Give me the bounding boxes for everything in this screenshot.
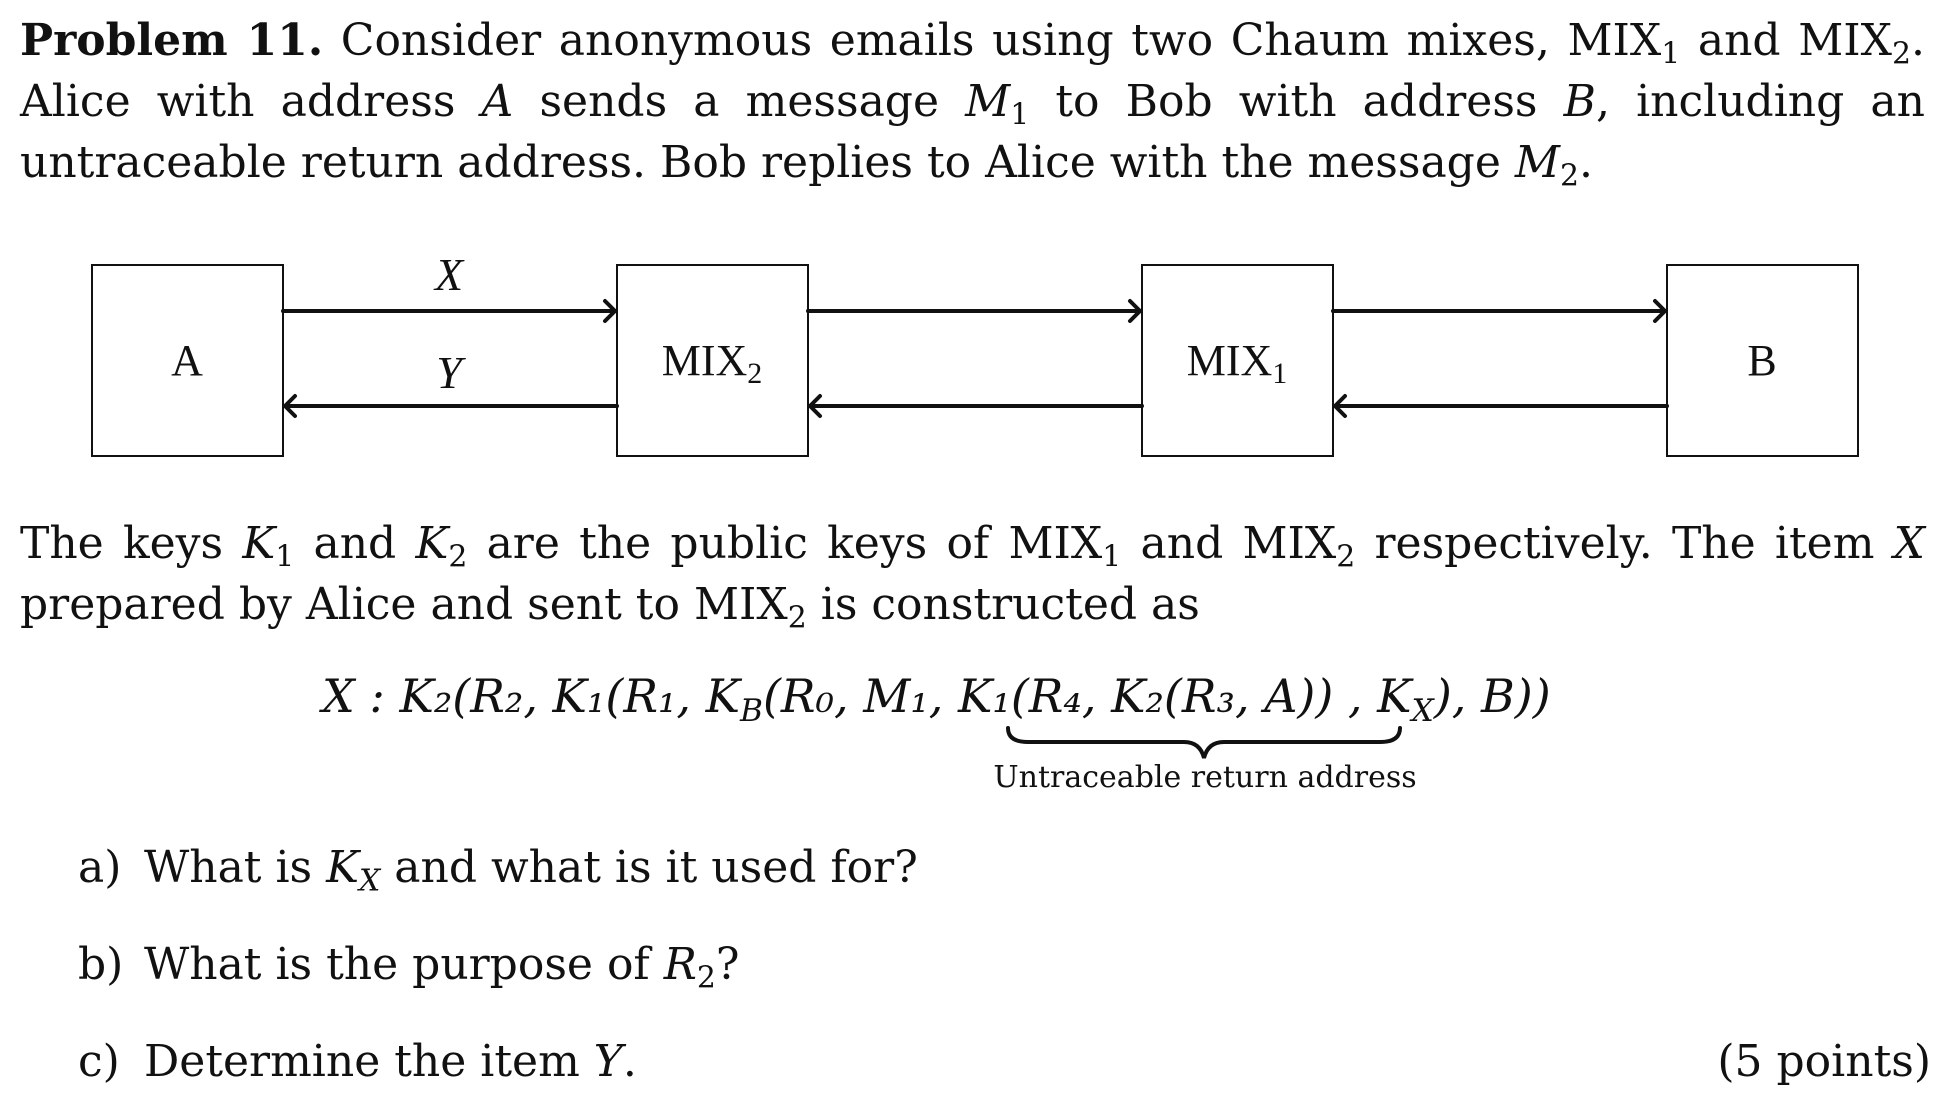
keys-text: and <box>294 518 416 569</box>
subscript: 1 <box>1661 36 1681 72</box>
subscript: 2 <box>1336 539 1356 575</box>
formula-part: X : K₂(R₂, K₁(R₁, K <box>322 669 740 723</box>
box-b <box>1666 264 1859 457</box>
intro-text: and MIX <box>1680 15 1892 66</box>
return-address-expression: K₁(R₄, K₂(R₃, A)) <box>958 669 1334 723</box>
points-label: (5 points) <box>1717 1036 1931 1087</box>
keys-text: and MIX <box>1121 518 1337 569</box>
question-text: Determine the item <box>144 1036 594 1087</box>
mix-network-diagram: A MIX2 MIX1 B X Y <box>91 250 1859 457</box>
message-m1: M <box>965 76 1011 127</box>
question-text: . <box>622 1036 637 1087</box>
subscript: B <box>740 692 763 729</box>
question-var: R <box>663 939 697 990</box>
question-marker: b) <box>78 939 124 990</box>
question-text: and what is it used for? <box>380 842 918 893</box>
formula-part: ), B)) <box>1433 669 1551 723</box>
formula-x: X : K₂(R₂, K₁(R₁, KB(R₀, M₁, K₁(R₄, K₂(R… <box>322 666 1551 726</box>
keys-text: The keys <box>20 518 243 569</box>
question-var: K <box>326 842 359 893</box>
keys-text: are the public keys of MIX <box>467 518 1103 569</box>
label-x: X <box>433 250 465 300</box>
box-mix2-label: MIX2 <box>662 336 763 390</box>
keys-text: is constructed as <box>806 579 1200 630</box>
question-b: b) What is the purpose of R2? <box>78 935 739 995</box>
key-k1: K <box>242 518 276 569</box>
formula-part: , K <box>1333 669 1412 723</box>
box-a <box>91 264 284 457</box>
box-a-label: A <box>171 336 203 385</box>
keys-text: prepared by Alice and sent to MIX <box>20 579 788 630</box>
intro-text: Consider anonymous emails using two Chau… <box>323 15 1662 66</box>
subscript: 2 <box>787 600 807 636</box>
message-m2: M <box>1514 137 1560 188</box>
box-mix1-label: MIX1 <box>1187 336 1288 390</box>
intro-text: sends a message <box>513 76 966 127</box>
label-y: Y <box>436 347 466 398</box>
intro-text: . Alice with address <box>20 15 1925 127</box>
box-mix2 <box>616 264 809 457</box>
question-marker: c) <box>78 1036 120 1087</box>
subscript: 2 <box>696 960 716 996</box>
problem-statement: Problem 11. Consider anonymous emails us… <box>20 10 1925 193</box>
intro-text: . <box>1578 137 1593 188</box>
brace-caption: Untraceable return address <box>993 760 1417 795</box>
underbrace <box>1006 726 1402 759</box>
subscript: X <box>1411 692 1434 729</box>
address-b: B <box>1563 76 1596 127</box>
keys-paragraph: The keys K1 and K2 are the public keys o… <box>20 513 1925 635</box>
box-mix1 <box>1141 264 1334 457</box>
question-text: What is the purpose of <box>144 939 664 990</box>
intro-text: , including an untraceable return addres… <box>20 76 1925 188</box>
problem-heading: Problem 11. <box>20 15 324 66</box>
question-text: ? <box>715 939 740 990</box>
subscript: 1 <box>275 539 295 575</box>
formula-part: (R₀, M₁, <box>762 669 959 723</box>
subscript: 2 <box>1559 158 1579 194</box>
intro-text: to Bob with address <box>1029 76 1564 127</box>
question-a: a) What is KX and what is it used for? <box>78 838 918 898</box>
item-x: X <box>1893 518 1925 569</box>
keys-text: respectively. The item <box>1355 518 1894 569</box>
question-var: Y <box>593 1036 623 1087</box>
address-a: A <box>481 76 514 127</box>
question-c: c) Determine the item Y. <box>78 1032 637 1092</box>
subscript: 2 <box>448 539 468 575</box>
box-b-label: B <box>1747 336 1776 385</box>
question-text: What is <box>144 842 327 893</box>
key-k2: K <box>415 518 449 569</box>
subscript: 1 <box>1102 539 1122 575</box>
subscript: 2 <box>1891 36 1911 72</box>
subscript: X <box>358 863 381 899</box>
question-marker: a) <box>78 842 122 893</box>
subscript: 1 <box>1010 97 1030 133</box>
